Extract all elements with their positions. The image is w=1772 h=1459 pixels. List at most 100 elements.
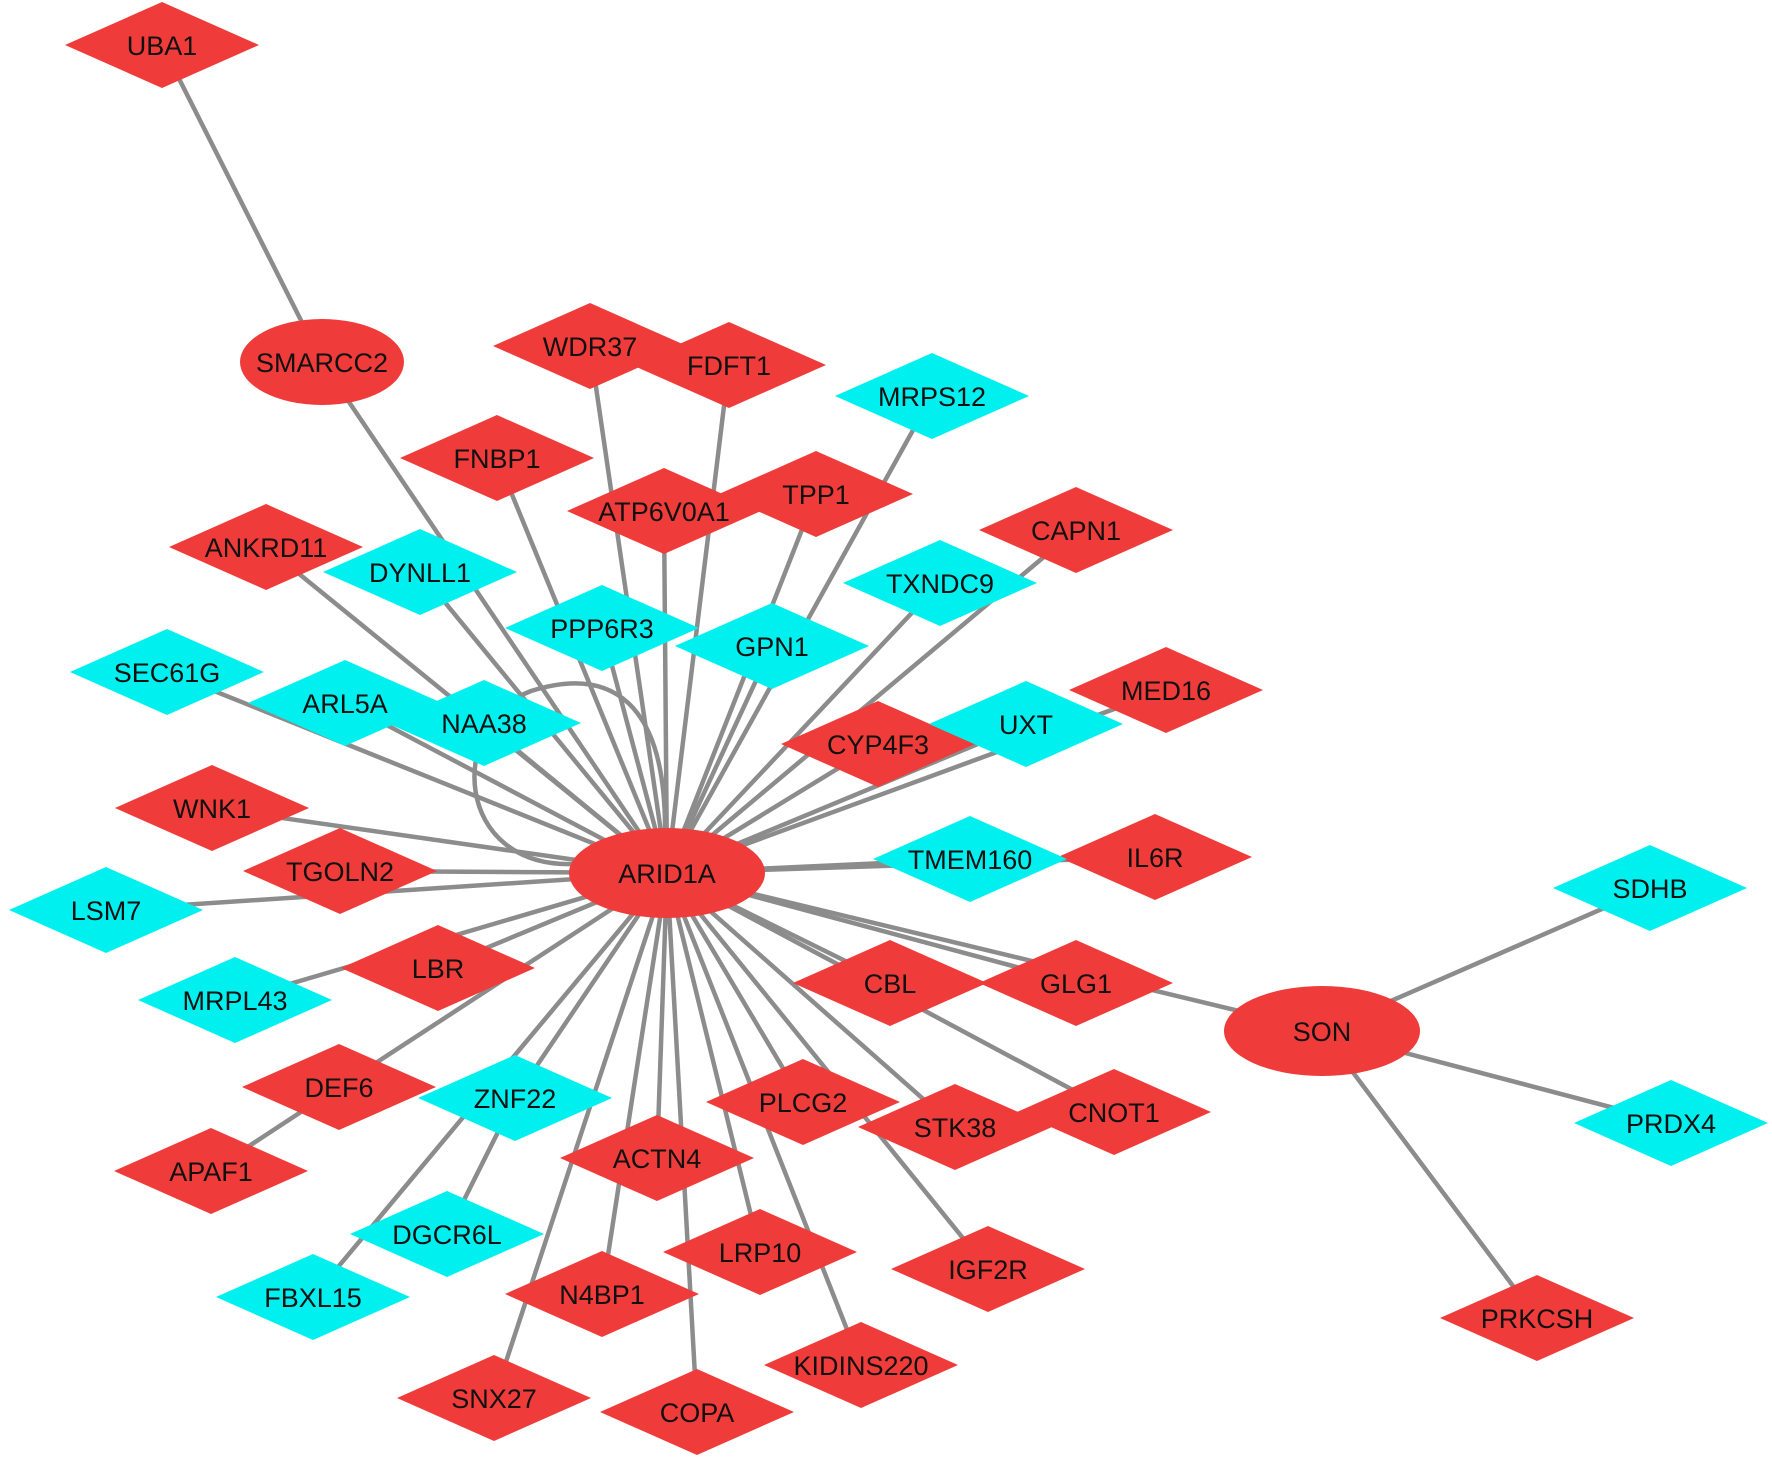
node-igf2r-label: IGF2R xyxy=(948,1255,1028,1285)
edge-arid1a-n4bp1 xyxy=(599,870,670,1297)
node-apaf1 xyxy=(114,1128,308,1214)
node-n4bp1 xyxy=(505,1251,699,1337)
node-tmem160-label: TMEM160 xyxy=(908,845,1033,875)
edge-arid1a-sec61g xyxy=(164,669,670,876)
node-uxt-label: UXT xyxy=(999,710,1053,740)
node-lrp10 xyxy=(663,1209,857,1295)
node-med16 xyxy=(1069,647,1263,733)
node-znf22 xyxy=(418,1055,612,1141)
node-med16-label: MED16 xyxy=(1121,676,1211,706)
node-txndc9 xyxy=(843,540,1037,626)
node-wnk1 xyxy=(115,765,309,851)
node-gpn1 xyxy=(675,603,869,689)
node-tpp1-label: TPP1 xyxy=(782,480,850,510)
node-cbl-label: CBL xyxy=(864,969,917,999)
edge-arid1a-fdft1 xyxy=(664,362,732,876)
node-prkcsh xyxy=(1440,1275,1634,1361)
node-dgcr6l-label: DGCR6L xyxy=(392,1220,502,1250)
node-prdx4 xyxy=(1574,1080,1768,1166)
node-lsm7 xyxy=(9,867,203,953)
labels-layer: UBA1SMARCC2WDR37FDFT1MRPS12FNBP1TPP1ATP6… xyxy=(71,31,1716,1428)
node-atp6v0a1-label: ATP6V0A1 xyxy=(598,497,730,527)
node-cyp4f3 xyxy=(781,701,975,787)
node-naa38 xyxy=(387,680,581,766)
node-lrp10-label: LRP10 xyxy=(719,1238,802,1268)
node-tpp1 xyxy=(719,451,913,537)
edge-arid1a-son xyxy=(664,870,1325,1034)
node-actn4-label: ACTN4 xyxy=(613,1144,702,1174)
node-dgcr6l xyxy=(350,1191,544,1277)
nodes-layer xyxy=(9,2,1768,1455)
node-lbr-label: LBR xyxy=(412,954,465,984)
edge-arid1a-tpp1 xyxy=(664,491,819,876)
node-fnbp1-label: FNBP1 xyxy=(453,444,540,474)
node-il6r-label: IL6R xyxy=(1126,843,1183,873)
node-arid1a xyxy=(569,828,765,918)
node-lbr xyxy=(341,925,535,1011)
node-n4bp1-label: N4BP1 xyxy=(559,1280,645,1310)
node-mrps12 xyxy=(835,353,1029,439)
node-cnot1 xyxy=(1017,1069,1211,1155)
node-tmem160 xyxy=(873,816,1067,902)
node-uxt xyxy=(929,681,1123,767)
node-glg1 xyxy=(979,940,1173,1026)
node-prkcsh-label: PRKCSH xyxy=(1481,1304,1594,1334)
node-cbl xyxy=(793,940,987,1026)
node-tgoln2-label: TGOLN2 xyxy=(286,857,394,887)
node-igf2r xyxy=(891,1226,1085,1312)
node-dynll1 xyxy=(323,529,517,615)
node-snx27 xyxy=(397,1355,591,1441)
node-mrps12-label: MRPS12 xyxy=(878,382,986,412)
node-fnbp1 xyxy=(400,415,594,501)
node-cyp4f3-label: CYP4F3 xyxy=(827,730,929,760)
node-kidins220-label: KIDINS220 xyxy=(793,1351,928,1381)
node-apaf1-label: APAF1 xyxy=(169,1157,253,1187)
node-lsm7-label: LSM7 xyxy=(71,896,142,926)
node-arid1a-label: ARID1A xyxy=(618,859,716,889)
node-cnot1-label: CNOT1 xyxy=(1068,1098,1160,1128)
node-mrpl43-label: MRPL43 xyxy=(182,986,287,1016)
node-dynll1-label: DYNLL1 xyxy=(369,558,471,588)
node-smarcc2 xyxy=(240,319,404,405)
node-sec61g xyxy=(70,629,264,715)
node-son xyxy=(1224,986,1420,1076)
edge-son-prkcsh xyxy=(1319,1028,1540,1321)
edge-arid1a-snx27 xyxy=(491,870,670,1401)
edge-smarcc2-uba1 xyxy=(159,42,325,365)
node-il6r xyxy=(1058,814,1252,900)
edge-arid1a-fnbp1 xyxy=(494,455,670,876)
node-atp6v0a1 xyxy=(567,468,761,554)
node-ankrd11-label: ANKRD11 xyxy=(205,533,328,563)
node-mrpl43 xyxy=(138,957,332,1043)
node-fbxl15-label: FBXL15 xyxy=(264,1283,362,1313)
node-fdft1-label: FDFT1 xyxy=(687,351,771,381)
node-ppp6r3-label: PPP6R3 xyxy=(550,614,654,644)
node-naa38-label: NAA38 xyxy=(441,709,527,739)
edge-arid1a-self-loop xyxy=(472,681,668,867)
node-uba1-label: UBA1 xyxy=(127,31,198,61)
node-kidins220 xyxy=(764,1322,958,1408)
node-smarcc2-label: SMARCC2 xyxy=(256,348,388,378)
node-capn1 xyxy=(979,487,1173,573)
node-capn1-label: CAPN1 xyxy=(1031,516,1121,546)
node-arl5a-label: ARL5A xyxy=(302,689,388,719)
node-sdhb xyxy=(1553,845,1747,931)
node-fbxl15 xyxy=(216,1254,410,1340)
node-def6-label: DEF6 xyxy=(304,1073,373,1103)
node-glg1-label: GLG1 xyxy=(1040,969,1112,999)
node-stk38 xyxy=(858,1084,1052,1170)
node-copa xyxy=(600,1369,794,1455)
node-stk38-label: STK38 xyxy=(914,1113,997,1143)
node-son-label: SON xyxy=(1293,1017,1352,1047)
node-txndc9-label: TXNDC9 xyxy=(886,569,994,599)
node-sec61g-label: SEC61G xyxy=(114,658,221,688)
node-plcg2 xyxy=(706,1059,900,1145)
edge-arid1a-lrp10 xyxy=(664,870,763,1255)
node-ankrd11 xyxy=(169,504,363,590)
node-fdft1 xyxy=(632,322,826,408)
edge-arid1a-smarcc2 xyxy=(319,359,670,876)
edge-arid1a-actn4 xyxy=(654,870,670,1161)
edge-arid1a-txndc9 xyxy=(664,580,943,876)
